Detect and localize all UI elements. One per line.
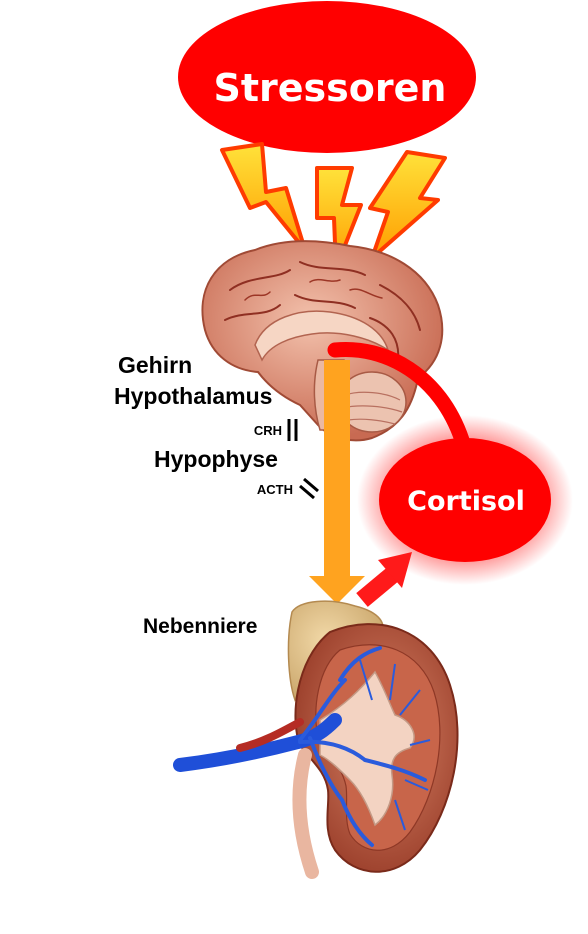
- acth-link-marker: [299, 477, 319, 500]
- stressors-ellipse: [178, 1, 476, 153]
- renal-artery: [236, 718, 304, 752]
- hypothalamus-label: Hypothalamus: [114, 383, 272, 409]
- crh-label: CRH: [254, 423, 282, 438]
- stressors-label: Stressoren: [214, 66, 447, 110]
- hpa-axis-arrow: [309, 360, 365, 604]
- lightning-bolt-middle: [315, 166, 363, 270]
- lightning-bolt-right: [368, 150, 447, 260]
- renal-vein: [173, 713, 342, 772]
- crh-link-marker: [287, 419, 298, 441]
- acth-label: ACTH: [257, 482, 293, 497]
- brain-illustration: [201, 240, 444, 442]
- cortisol-label: Cortisol: [407, 486, 525, 517]
- kidney-illustration: [173, 600, 459, 879]
- cortisol-release-arrow: [356, 552, 412, 607]
- adrenal-label: Nebenniere: [143, 615, 257, 638]
- lightning-bolt-left: [220, 142, 307, 252]
- cortisol-ellipse: [379, 438, 551, 562]
- pituitary-label: Hypophyse: [154, 446, 278, 472]
- brain-label: Gehirn: [118, 352, 192, 378]
